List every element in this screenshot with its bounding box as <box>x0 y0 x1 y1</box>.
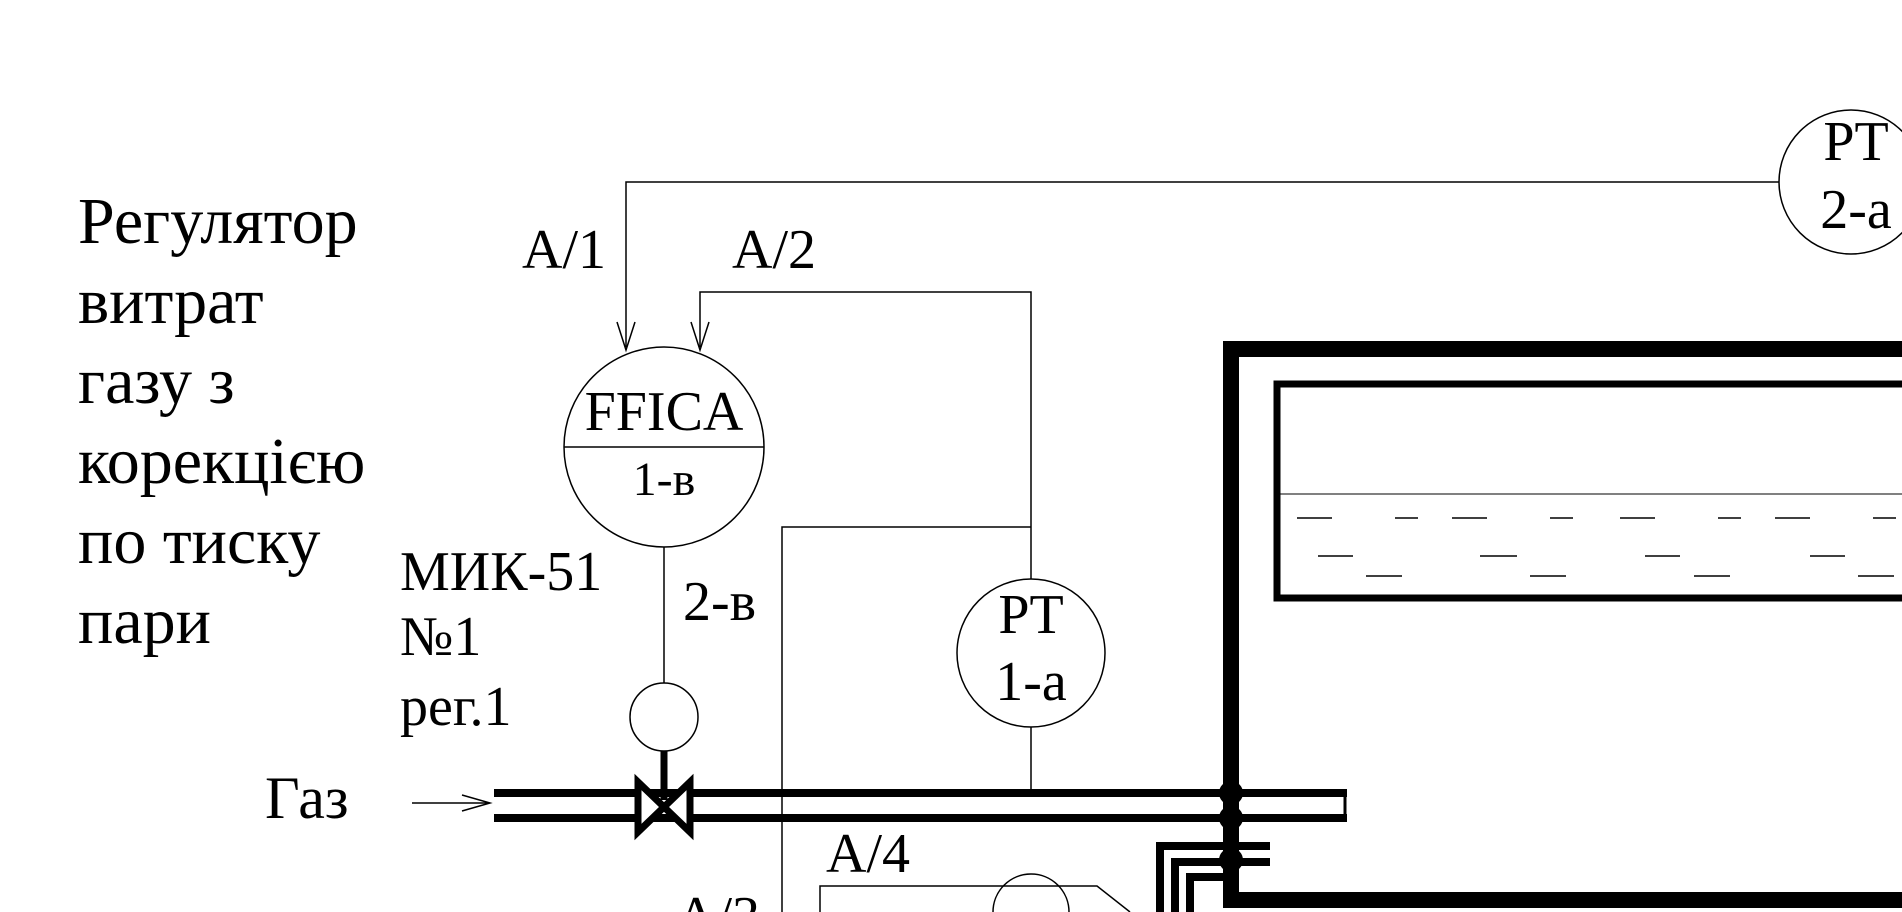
ffica-instrument: FFICA 1-в <box>563 346 765 548</box>
pt2-number: 2-а <box>1820 179 1892 241</box>
controller-number: №1 <box>400 606 481 668</box>
partial-instrument-bubble <box>992 873 1070 912</box>
signal-line-a4 <box>819 885 1131 912</box>
title-line-5: по тиску <box>78 505 320 578</box>
pt1-function: PT <box>998 584 1063 646</box>
vessel-drum <box>1273 380 1902 602</box>
lower-pipe-connections <box>1156 842 1270 912</box>
signal-line-a2 <box>690 291 1032 580</box>
ffica-function: FFICA <box>585 381 744 443</box>
title-line-4: корекцією <box>78 425 365 498</box>
controller-label: МИК-51 №1 рег.1 <box>400 541 602 738</box>
controller-model: МИК-51 <box>400 541 602 603</box>
gas-line-label: Газ <box>265 765 349 831</box>
title-line-6: пари <box>78 585 211 658</box>
pt2-instrument: PT 2-а <box>1778 109 1902 255</box>
signal-label-a4: A/4 <box>826 823 910 885</box>
signal-label-a2: A/2 <box>732 219 816 281</box>
signal-label-a3-partial: A/3 <box>676 886 760 912</box>
pt2-function: PT <box>1823 111 1888 173</box>
control-valve <box>634 773 694 841</box>
vessel-wall <box>1223 341 1902 908</box>
title-line-2: витрат <box>78 265 264 338</box>
pt1-instrument: PT 1-а <box>956 578 1106 728</box>
signal-line-pt1 <box>781 526 1032 912</box>
title-line-3: газу з <box>78 345 235 418</box>
signal-label-a1: A/1 <box>522 219 606 281</box>
ffica-number: 1-в <box>633 453 696 506</box>
valve-actuator <box>629 682 699 752</box>
pt1-number: 1-а <box>995 651 1067 713</box>
title-line-1: Регулятор <box>78 185 358 258</box>
gas-pipeline <box>494 789 1347 822</box>
signal-line-a1 <box>616 181 1779 353</box>
diagram-title: Регулятор витрат газу з корекцією по тис… <box>78 185 365 658</box>
controller-loop: рег.1 <box>400 676 512 738</box>
gas-inlet-arrow <box>412 794 493 812</box>
liquid-level-marks <box>1297 517 1896 577</box>
actuator-link-label: 2-в <box>683 571 756 633</box>
